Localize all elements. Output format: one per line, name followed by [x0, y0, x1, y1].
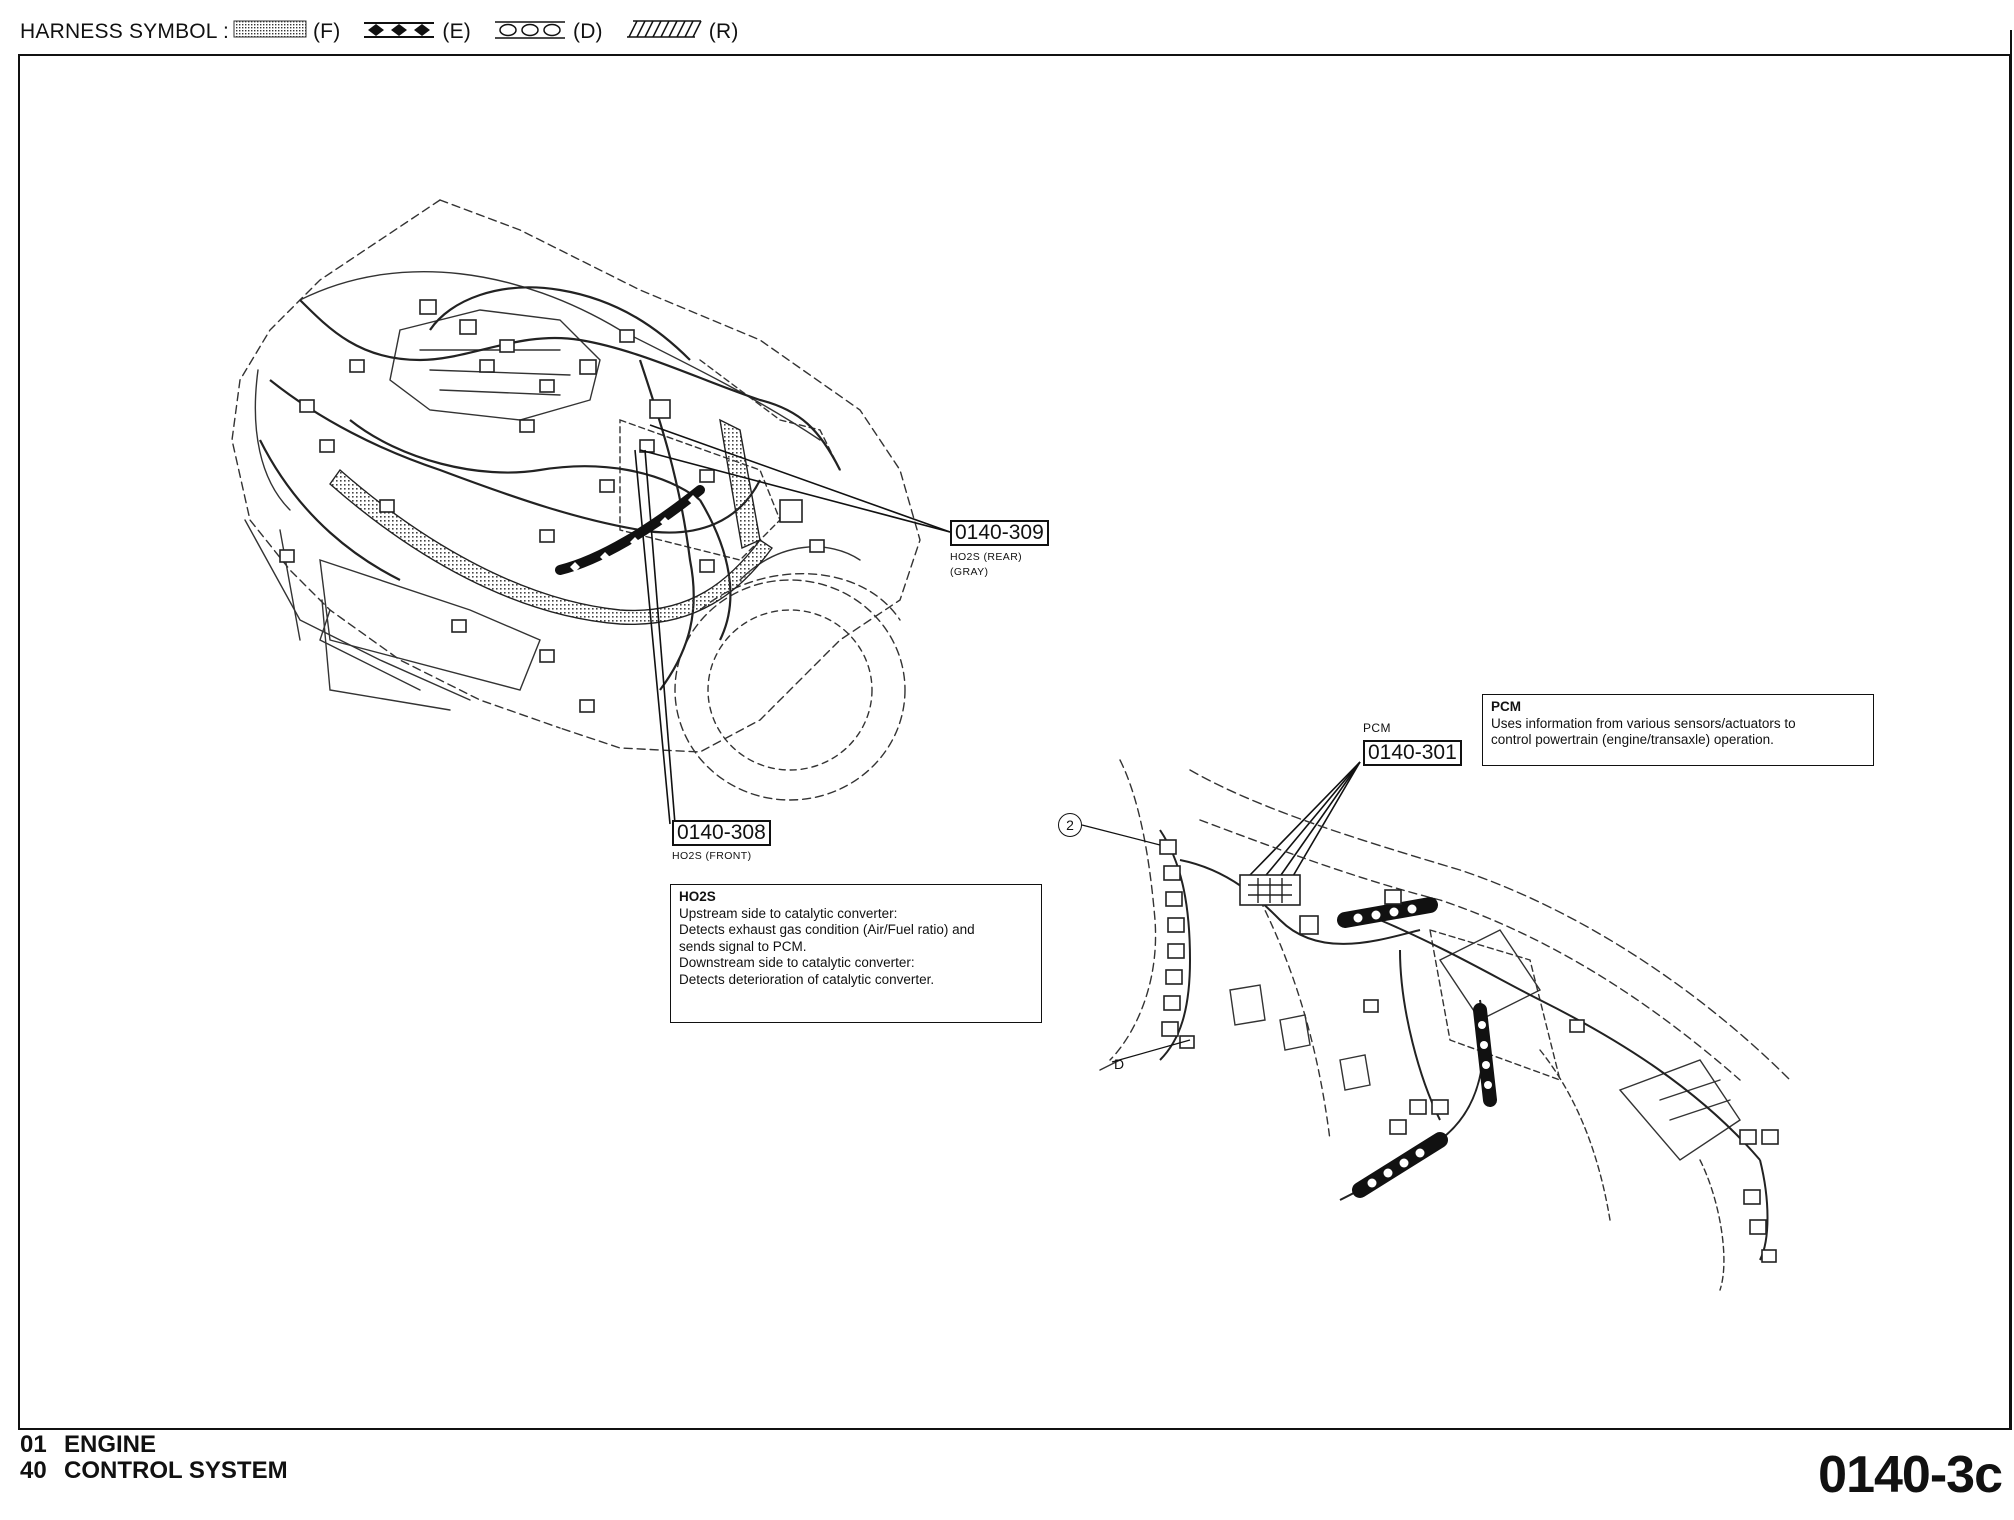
legend-code-f: (F): [312, 20, 341, 43]
footer-num-2: 40: [20, 1457, 47, 1484]
legend-code-d: (D): [573, 20, 603, 43]
cabin-drawing: [1099, 759, 1791, 1291]
circle-harness-d: [1337, 897, 1497, 1198]
connector-code-0140-309[interactable]: 0140-309: [950, 520, 1049, 546]
harness-legend: HARNESS SYMBOL : (F) (E) (D) (R): [20, 14, 757, 50]
footer-text-1: ENGINE: [64, 1431, 157, 1458]
leader-lines: [634, 424, 1361, 889]
engine-bay-drawing: [231, 199, 921, 801]
footer-text-2: CONTROL SYSTEM: [64, 1457, 288, 1484]
marker-d: D: [1114, 1056, 1125, 1072]
engine-harness-wires: [259, 286, 841, 691]
ho2s-line-3: sends signal to PCM.: [679, 938, 807, 954]
engine-connectors: [279, 299, 825, 713]
pcm-connector-pins: [1248, 878, 1292, 903]
page-code: 0140-3c: [1818, 1446, 2003, 1504]
ho2s-title: HO2S: [679, 889, 716, 904]
ho2s-rear-color: (GRAY): [950, 566, 989, 578]
ho2s-front-label: HO2S (FRONT): [672, 850, 752, 862]
connector-code-0140-308[interactable]: 0140-308: [672, 820, 771, 846]
ho2s-rear-label: HO2S (REAR): [950, 551, 1023, 563]
frame-edge-mark: [2010, 30, 2012, 58]
pcm-line-1: Uses information from various sensors/ac…: [1491, 715, 1796, 731]
ho2s-line-1: Upstream side to catalytic converter:: [679, 905, 898, 921]
pcm-description-box: PCM Uses information from various sensor…: [1482, 694, 1874, 766]
diagonal-hatch-icon: [625, 18, 703, 46]
diamond-harness-e: [555, 485, 705, 575]
ho2s-description-box: HO2S Upstream side to catalytic converte…: [670, 884, 1042, 1023]
pcm-line-2: control powertrain (engine/transaxle) op…: [1491, 732, 1774, 747]
legend-prefix: HARNESS SYMBOL :: [20, 20, 229, 43]
diamond-chain-icon: [362, 18, 436, 46]
circle-marker-2: 2: [1058, 813, 1082, 837]
diagram-frame: [18, 54, 2012, 1430]
footer-num-1: 01: [20, 1431, 47, 1458]
connector-code-0140-301[interactable]: 0140-301: [1363, 740, 1462, 766]
pcm-label: PCM: [1363, 721, 1391, 735]
dotted-fill-icon: [233, 18, 307, 46]
dotted-harness-f-branch: [719, 418, 761, 550]
pcm-title: PCM: [1491, 699, 1521, 714]
section-footer: 01 ENGINE 40 CONTROL SYSTEM: [20, 1432, 288, 1484]
ho2s-line-4: Downstream side to catalytic converter:: [679, 955, 915, 970]
circle-chain-icon: [493, 18, 567, 46]
legend-code-e: (E): [442, 20, 471, 43]
dotted-harness-f: [329, 468, 773, 625]
ho2s-line-2: Detects exhaust gas condition (Air/Fuel …: [679, 922, 975, 937]
marker-leaders: [1081, 824, 1191, 1063]
dashboard-connectors: [1159, 839, 1779, 1263]
legend-code-r: (R): [708, 20, 739, 43]
ho2s-line-5: Detects deterioration of catalytic conve…: [679, 971, 935, 987]
